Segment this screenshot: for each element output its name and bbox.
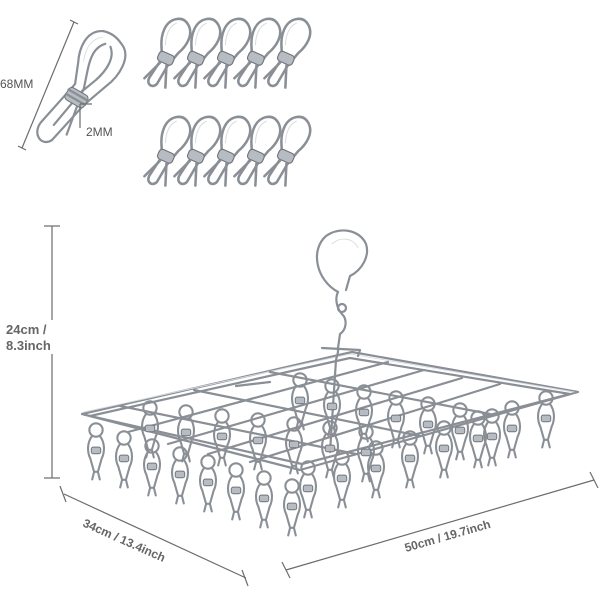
clip-group-icon	[139, 12, 317, 192]
rack-clip	[254, 470, 274, 529]
single-clip-icon	[36, 30, 127, 143]
depth-dimension: 34cm / 13.4inch	[59, 485, 249, 587]
height-dimension: 24cm / 8.3inch	[6, 225, 60, 479]
rack-clip	[176, 404, 196, 463]
rack-clip	[86, 422, 106, 481]
hanging-hook-icon	[316, 229, 369, 354]
clip-item	[139, 12, 197, 94]
rack-clip	[212, 408, 232, 467]
height-label-line1: 24cm /	[6, 322, 47, 337]
width-dimension: 50cm / 19.7inch	[281, 471, 599, 579]
rack-clip	[450, 402, 470, 461]
wire-thickness-label: 2MM	[86, 125, 113, 139]
rack-clip	[284, 416, 304, 475]
height-label-line2: 8.3inch	[6, 338, 51, 353]
depth-label: 34cm / 13.4inch	[81, 516, 168, 565]
wire-thickness-dimension: 2MM	[79, 103, 113, 139]
clip-item	[139, 110, 197, 192]
rack-clip	[298, 460, 318, 519]
rack-clip	[332, 450, 352, 509]
rack-clip	[170, 446, 190, 505]
rack-clip	[198, 454, 218, 513]
rack-clip	[290, 372, 310, 431]
clip-length-label: 68MM	[0, 77, 33, 91]
clip-length-dimension: 68MM	[0, 19, 79, 151]
rack-clip	[282, 478, 302, 537]
rack-clip	[114, 430, 134, 489]
rack-clip	[226, 462, 246, 521]
